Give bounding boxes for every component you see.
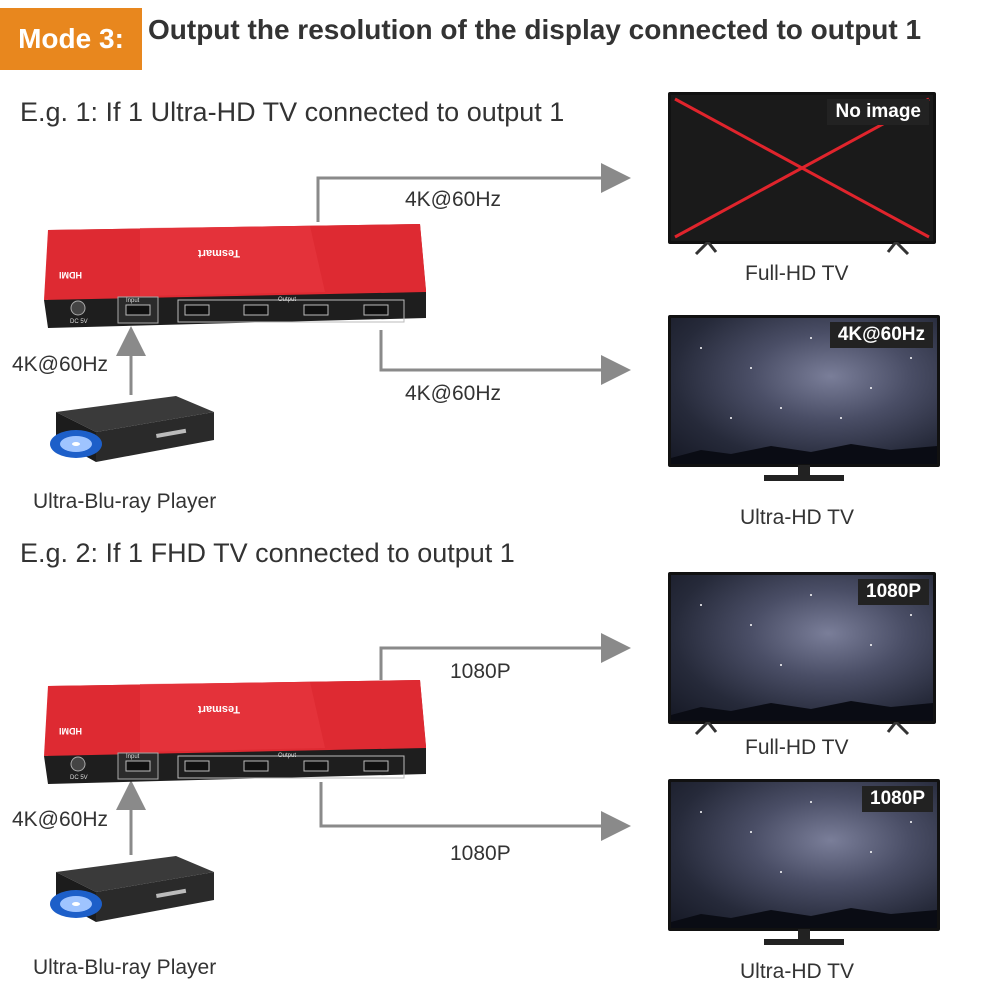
hdmi-splitter: DC 5V Input Output Tesmart HDMI [44,224,426,328]
ultra-hd-tv: 4K@60Hz [668,315,940,485]
brand-logo: Tesmart [198,247,240,259]
hdmi-logo: HDMI [59,726,82,736]
mode-badge: Mode 3: [0,8,142,70]
tv-stand-icon [764,465,844,481]
page-title: Output the resolution of the display con… [148,14,922,45]
hdmi-splitter: DC 5V Input Output Tesmart HDMI [44,680,426,784]
example2-heading: E.g. 2: If 1 FHD TV connected to output … [20,538,515,568]
ex2-tv-top-caption: Full-HD TV [745,736,849,759]
tv-stand-icon [694,242,910,256]
hdmi-logo: HDMI [59,270,82,280]
status-badge: 1080P [858,579,929,605]
wire-ex2-bottom [319,782,631,841]
input-port-label: Input [126,298,140,304]
ex1-output-top-label: 4K@60Hz [405,188,502,211]
status-badge: 1080P [862,786,933,812]
ex1-tv-bottom-caption: Ultra-HD TV [740,506,854,529]
output-label: Output [278,753,296,759]
status-badge: 4K@60Hz [829,322,933,348]
output-label: Output [278,297,296,303]
dc-label: DC 5V [70,775,88,781]
brand-logo: Tesmart [198,703,240,715]
ex1-tv-top-caption: Full-HD TV [745,262,849,285]
tv-stand-icon [764,929,844,945]
ex1-output-bottom-label: 4K@60Hz [405,382,502,405]
wire-ex2-top [379,633,631,680]
wire-ex1-bottom [379,330,631,385]
full-hd-tv: 1080P [668,572,936,742]
ex2-output-bottom-label: 1080P [450,842,511,865]
ultra-hd-tv: 1080P [668,779,940,949]
ex1-input-label: 4K@60Hz [12,353,109,376]
ex2-output-top-label: 1080P [450,660,511,683]
ex2-input-label: 4K@60Hz [12,808,109,831]
tv-stand-icon [694,722,910,736]
bluray-player-image [50,856,214,922]
ex2-player-caption: Ultra-Blu-ray Player [33,956,217,979]
ex2-tv-bottom-caption: Ultra-HD TV [740,960,854,983]
dc-label: DC 5V [70,319,88,325]
status-badge: No image [827,99,929,125]
wire-ex1-top [316,163,631,222]
full-hd-tv: No image [668,92,936,262]
input-port-label: Input [126,754,140,760]
ex1-player-caption: Ultra-Blu-ray Player [33,490,217,513]
example1-heading: E.g. 1: If 1 Ultra-HD TV connected to ou… [20,97,565,127]
bluray-player-image [50,396,214,462]
